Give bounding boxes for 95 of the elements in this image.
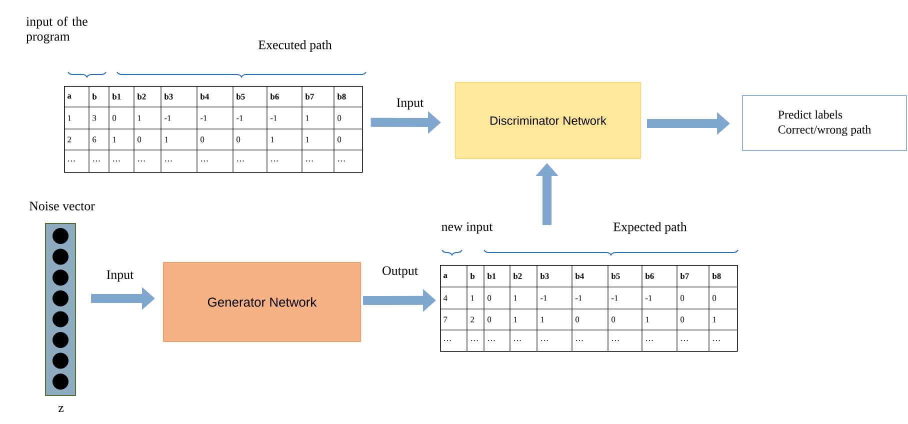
table-cell: 7 bbox=[444, 316, 448, 322]
table-cell: a bbox=[67, 94, 72, 99]
table-cell: 6 bbox=[92, 136, 96, 142]
table-cell: b5 bbox=[236, 94, 245, 100]
table-cell: … bbox=[681, 340, 688, 341]
table-cell: 2 bbox=[68, 136, 71, 142]
table-cell: … bbox=[646, 340, 653, 341]
table-cell: … bbox=[138, 160, 145, 162]
table-cell: b8 bbox=[712, 273, 721, 279]
table-cell: 0 bbox=[338, 136, 342, 142]
table-cell: … bbox=[576, 340, 583, 341]
table-cell: 0 bbox=[138, 136, 142, 142]
table-cell: 0 bbox=[236, 136, 240, 142]
table-cell: b4 bbox=[200, 94, 209, 100]
table-cell: b1 bbox=[112, 94, 121, 100]
table-cell: -1 bbox=[270, 115, 277, 121]
heading-label: input of the program bbox=[26, 16, 88, 44]
table-cell: 1 bbox=[270, 136, 274, 142]
heading-label: Executed path bbox=[258, 40, 332, 52]
table-cell: 1 bbox=[470, 295, 474, 301]
table-cell: 0 bbox=[200, 136, 204, 142]
table-cell: … bbox=[471, 340, 478, 341]
table-cell: … bbox=[306, 160, 313, 162]
table-cell: b3 bbox=[540, 273, 549, 279]
table-cell: -1 bbox=[164, 115, 171, 121]
table-cell: 1 bbox=[712, 316, 716, 322]
table-cell: -1 bbox=[236, 115, 243, 121]
table-cell: … bbox=[93, 160, 100, 162]
table-cell: b6 bbox=[645, 273, 654, 279]
table-cell: 1 bbox=[514, 316, 517, 322]
table-cell: 1 bbox=[112, 136, 116, 142]
table-cell: … bbox=[488, 340, 495, 341]
table-cell: -1 bbox=[576, 295, 582, 301]
heading-label: new input bbox=[442, 222, 493, 234]
table-cell: 1 bbox=[68, 115, 71, 121]
table bbox=[64, 86, 363, 173]
table-cell: … bbox=[201, 160, 208, 162]
table-cell: 4 bbox=[443, 295, 448, 301]
vector-drawing bbox=[45, 223, 76, 396]
table-cell: b5 bbox=[611, 273, 620, 279]
table-cell: b1 bbox=[487, 273, 496, 279]
table-cell: 0 bbox=[488, 295, 492, 301]
table-cell: -1 bbox=[540, 295, 547, 301]
edge-label: Input bbox=[396, 98, 424, 110]
table-cell: 1 bbox=[540, 316, 544, 322]
heading-label: Expected path bbox=[614, 222, 687, 234]
table-cell: b4 bbox=[575, 273, 584, 279]
table-cell: b8 bbox=[337, 94, 346, 100]
table-cell: b6 bbox=[270, 94, 279, 100]
table-cell: … bbox=[713, 340, 720, 341]
table-cell: 0 bbox=[712, 295, 716, 301]
table-cell: -1 bbox=[646, 295, 652, 301]
output-box: Predict labels Correct/wrong path bbox=[742, 95, 907, 151]
table-cell: … bbox=[541, 340, 548, 341]
table-cell: … bbox=[165, 160, 172, 162]
table-cell: 1 bbox=[164, 136, 168, 142]
table-cell: … bbox=[68, 160, 75, 162]
table-cell: 3 bbox=[92, 115, 96, 121]
table-cell: a bbox=[443, 274, 448, 278]
table-cell: 0 bbox=[612, 316, 616, 322]
table-cell: 0 bbox=[112, 115, 116, 121]
table-cell: b2 bbox=[513, 273, 522, 279]
table-cell: -1 bbox=[612, 295, 618, 301]
table-cell: 1 bbox=[306, 136, 309, 142]
table-cell: 0 bbox=[576, 316, 580, 322]
edge-label: Input bbox=[106, 270, 134, 282]
table-cell: 0 bbox=[488, 316, 492, 322]
table-cell: b7 bbox=[305, 94, 314, 100]
process-box: Generator Network bbox=[163, 262, 361, 342]
table-cell: b bbox=[470, 273, 475, 279]
table-cell: b7 bbox=[680, 273, 689, 279]
table-cell: … bbox=[237, 160, 244, 162]
table-cell: 0 bbox=[338, 115, 342, 121]
table-cell: … bbox=[612, 340, 619, 341]
table-cell: … bbox=[444, 340, 451, 341]
table-cell: 1 bbox=[646, 316, 649, 322]
process-box: Discriminator Network bbox=[455, 82, 641, 159]
edge-label: Output bbox=[382, 266, 418, 278]
table-cell: -1 bbox=[200, 115, 207, 121]
table-cell: 0 bbox=[680, 295, 684, 301]
vector-label: Noise vector bbox=[29, 202, 95, 210]
table-cell: … bbox=[113, 160, 120, 162]
table-cell: 2 bbox=[470, 316, 474, 322]
table-cell: … bbox=[271, 160, 278, 162]
vector-symbol: z bbox=[58, 406, 64, 412]
table-cell: … bbox=[514, 340, 521, 341]
table-cell: 0 bbox=[680, 316, 684, 322]
table-cell: … bbox=[338, 160, 345, 162]
table-cell: 1 bbox=[514, 295, 517, 301]
table-cell: b bbox=[92, 94, 97, 100]
table-cell: b2 bbox=[137, 94, 146, 100]
table-cell: 1 bbox=[138, 115, 141, 121]
table bbox=[440, 265, 738, 352]
table-cell: 1 bbox=[306, 115, 309, 121]
table-cell: b3 bbox=[164, 94, 173, 100]
